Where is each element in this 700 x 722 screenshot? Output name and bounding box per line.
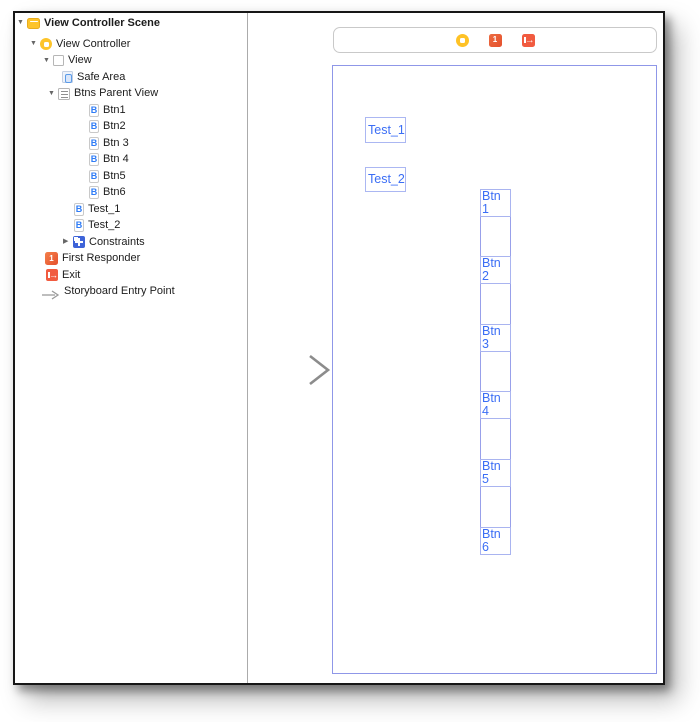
sidebar-item-label: Test_1 (88, 202, 121, 215)
sidebar-item-test2[interactable]: B Test_2 (15, 218, 247, 235)
constraints-icon (73, 236, 85, 249)
sidebar-item-btn3[interactable]: B Btn 3 (15, 135, 247, 152)
sidebar-item-label: Constraints (89, 235, 145, 248)
sidebar-item-label: Btn 3 (103, 136, 129, 149)
sidebar-item-btn5[interactable]: B Btn5 (15, 168, 247, 185)
button-title: Btn 6 (482, 527, 501, 554)
sidebar-item-btn4[interactable]: B Btn 4 (15, 152, 247, 169)
first-responder-icon: 1 (45, 252, 58, 266)
sidebar-item-label: Test_2 (88, 219, 121, 232)
button-icon: B (89, 136, 99, 150)
sidebar-item-view-controller-scene[interactable]: View Controller Scene (15, 15, 247, 32)
exit-icon (46, 269, 58, 282)
storyboard-scene-icon (27, 17, 40, 29)
disclosure-triangle-icon[interactable] (17, 18, 27, 28)
button-icon: B (89, 169, 99, 183)
storyboard-canvas[interactable]: 1 Test_1 Test_ (248, 13, 663, 683)
sidebar-item-btn2[interactable]: B Btn2 (15, 119, 247, 136)
button-icon-glyph: B (75, 203, 83, 214)
canvas-button-btn6[interactable]: Btn 6 (480, 527, 511, 555)
canvas-button-btn3[interactable]: Btn 3 (480, 324, 511, 352)
scene-dock: 1 (333, 27, 657, 53)
disclosure-triangle-icon[interactable] (48, 89, 58, 99)
button-icon-glyph: B (75, 220, 83, 231)
sidebar-item-btn1[interactable]: B Btn1 (15, 102, 247, 119)
canvas-button-test2[interactable]: Test_2 (365, 167, 406, 192)
interface-builder-window: View Controller Scene View Controller Vi… (13, 11, 665, 685)
first-responder-glyph: 1 (49, 253, 54, 263)
sidebar-item-label: Btns Parent View (74, 87, 159, 100)
document-outline: View Controller Scene View Controller Vi… (15, 13, 248, 683)
disclosure-triangle-icon[interactable] (63, 237, 73, 247)
sidebar-item-label: Btn2 (103, 120, 126, 133)
btns-parent-stack-view[interactable]: Btn 1 Btn 2 Btn 3 Btn 4 Btn 5 Btn 6 (480, 189, 511, 555)
sidebar-item-exit[interactable]: Exit (15, 267, 247, 284)
button-icon-glyph: B (90, 137, 98, 148)
sidebar-item-test1[interactable]: B Test_1 (15, 201, 247, 218)
sidebar-item-label: View (68, 54, 92, 67)
sidebar-item-storyboard-entry-point[interactable]: Storyboard Entry Point (15, 284, 247, 301)
canvas-button-btn4[interactable]: Btn 4 (480, 391, 511, 419)
sidebar-item-label: Btn6 (103, 186, 126, 199)
canvas-button-btn1[interactable]: Btn 1 (480, 189, 511, 217)
canvas-button-btn5[interactable]: Btn 5 (480, 459, 511, 487)
sidebar-item-constraints[interactable]: Constraints (15, 234, 247, 251)
view-controller-dock-icon[interactable] (455, 33, 469, 47)
stack-view-icon (58, 87, 70, 100)
sidebar-item-btn6[interactable]: B Btn6 (15, 185, 247, 202)
button-title: Btn 4 (482, 391, 501, 418)
sidebar-item-safe-area[interactable]: Safe Area (15, 69, 247, 86)
sidebar-item-label: Btn 4 (103, 153, 129, 166)
canvas-button-btn2[interactable]: Btn 2 (480, 256, 511, 284)
sidebar-item-label: View Controller Scene (44, 16, 160, 29)
sidebar-item-label: View Controller (56, 37, 131, 50)
button-icon-glyph: B (90, 170, 98, 181)
button-icon: B (89, 186, 99, 200)
entry-point-arrow-icon (42, 287, 60, 300)
button-icon-glyph: B (90, 121, 98, 132)
sidebar-item-label: Storyboard Entry Point (64, 285, 175, 298)
sidebar-item-label: Exit (62, 268, 81, 281)
button-icon: B (89, 103, 99, 117)
disclosure-triangle-icon[interactable] (30, 39, 40, 49)
button-title: Test_2 (368, 172, 405, 186)
button-title: Btn 5 (482, 459, 501, 486)
button-icon: B (74, 219, 84, 233)
button-icon: B (89, 120, 99, 134)
sidebar-item-view[interactable]: View (15, 53, 247, 70)
button-icon-glyph: B (90, 187, 98, 198)
button-title: Btn 2 (482, 256, 501, 283)
sidebar-item-label: Safe Area (77, 70, 126, 83)
sidebar-item-label: Btn1 (103, 103, 126, 116)
sidebar-item-first-responder[interactable]: 1 First Responder (15, 251, 247, 268)
button-icon: B (74, 202, 84, 216)
button-title: Btn 1 (482, 189, 501, 216)
button-title: Test_1 (368, 122, 405, 137)
safe-area-icon (62, 71, 73, 84)
button-icon-glyph: B (90, 154, 98, 165)
exit-dock-icon[interactable] (521, 33, 535, 47)
sidebar-item-view-controller[interactable]: View Controller (15, 36, 247, 53)
sidebar-item-btns-parent-view[interactable]: Btns Parent View (15, 86, 247, 103)
storyboard-entry-point-arrow[interactable] (249, 354, 332, 386)
button-icon: B (89, 153, 99, 167)
button-icon-glyph: B (90, 104, 98, 115)
first-responder-glyph: 1 (492, 35, 498, 44)
sidebar-item-label: First Responder (62, 252, 141, 265)
view-controller-icon (40, 38, 52, 51)
first-responder-dock-icon[interactable]: 1 (488, 33, 502, 47)
disclosure-triangle-icon[interactable] (43, 56, 53, 66)
canvas-button-test1[interactable]: Test_1 (365, 117, 406, 143)
button-title: Btn 3 (482, 324, 501, 351)
view-icon (53, 55, 64, 67)
view-controller-view[interactable]: Test_1 Test_2 Btn 1 Btn 2 Btn 3 Btn 4 Bt… (332, 65, 657, 674)
sidebar-item-label: Btn5 (103, 169, 126, 182)
